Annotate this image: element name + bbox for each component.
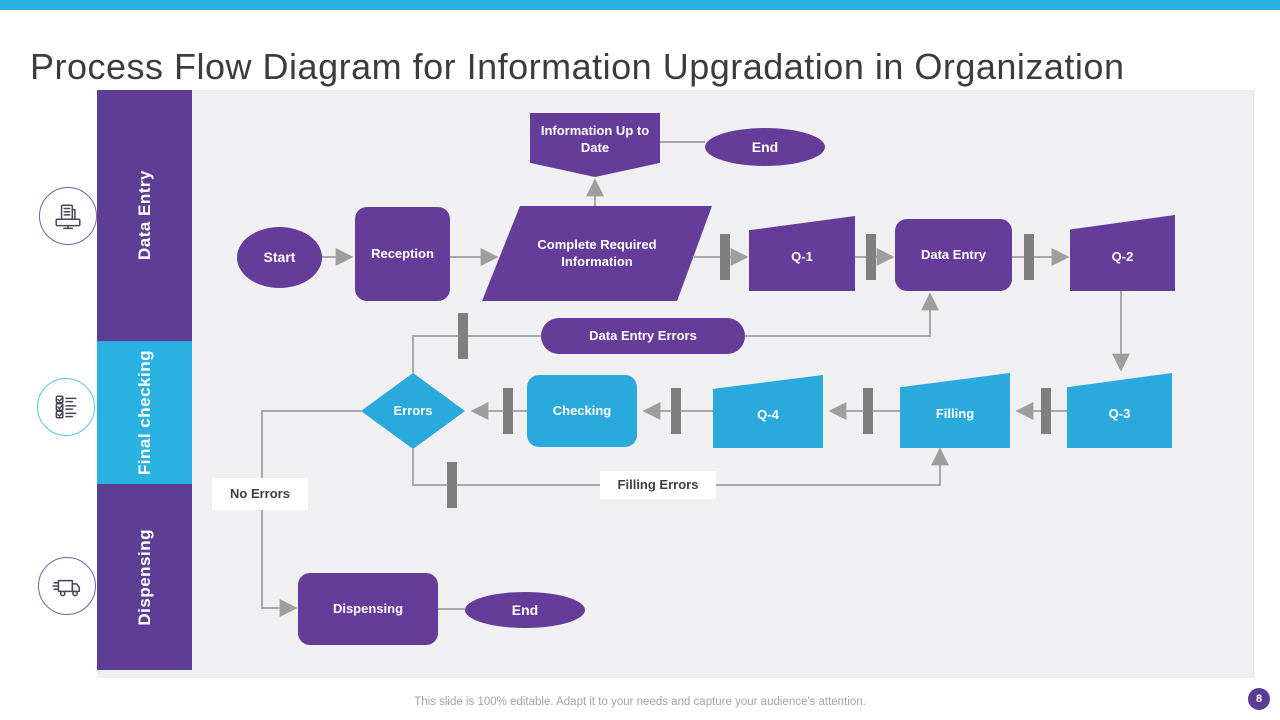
queue-bar — [1041, 388, 1051, 434]
queue-bar — [671, 388, 681, 434]
page-title: Process Flow Diagram for Information Upg… — [30, 46, 1125, 88]
page-number-badge: 8 — [1248, 688, 1270, 710]
flow-node-end-bottom[interactable]: End — [465, 592, 585, 628]
flow-node-complete-required-information[interactable]: Complete Required Information — [482, 206, 712, 301]
flow-label-no-errors: No Errors — [212, 478, 308, 510]
flow-node-start[interactable]: Start — [237, 227, 322, 288]
flow-label-filling-errors: Filling Errors — [600, 471, 716, 499]
flow-node-end-top[interactable]: End — [705, 128, 825, 166]
lane-final-checking: Final checking — [97, 341, 192, 484]
checklist-icon — [37, 378, 95, 436]
lane-data-entry: Data Entry — [97, 90, 192, 341]
flow-node-q3[interactable]: Q-3 — [1067, 373, 1172, 448]
lane-label: Data Entry — [134, 170, 154, 261]
queue-bar — [863, 388, 873, 434]
queue-bar — [458, 313, 468, 359]
flow-node-q2[interactable]: Q-2 — [1070, 215, 1175, 291]
queue-bar — [447, 462, 457, 508]
queue-bar — [866, 234, 876, 280]
flow-node-information-up-to-date[interactable]: Information Up to Date — [530, 113, 660, 177]
flow-node-reception[interactable]: Reception — [355, 207, 450, 301]
flow-node-data-entry-errors[interactable]: Data Entry Errors — [541, 318, 745, 354]
lane-label: Dispensing — [134, 528, 154, 626]
footer-note: This slide is 100% editable. Adapt it to… — [414, 696, 866, 708]
lane-label: Final checking — [134, 349, 154, 476]
queue-bar — [1024, 234, 1034, 280]
flow-node-filling[interactable]: Filling — [900, 373, 1010, 448]
diagram-canvas: Data Entry Final checking Dispensing — [97, 90, 1254, 678]
queue-bar — [503, 388, 513, 434]
lane-dispensing: Dispensing — [97, 484, 192, 670]
flow-node-dispensing[interactable]: Dispensing — [298, 573, 438, 645]
top-accent-bar — [0, 0, 1280, 10]
computer-documents-icon — [39, 187, 97, 245]
queue-bar — [720, 234, 730, 280]
flow-node-checking[interactable]: Checking — [527, 375, 637, 447]
flow-node-data-entry[interactable]: Data Entry — [895, 219, 1012, 291]
flow-node-q1[interactable]: Q-1 — [749, 216, 855, 291]
flow-node-q4[interactable]: Q-4 — [713, 375, 823, 448]
delivery-truck-icon — [38, 557, 96, 615]
